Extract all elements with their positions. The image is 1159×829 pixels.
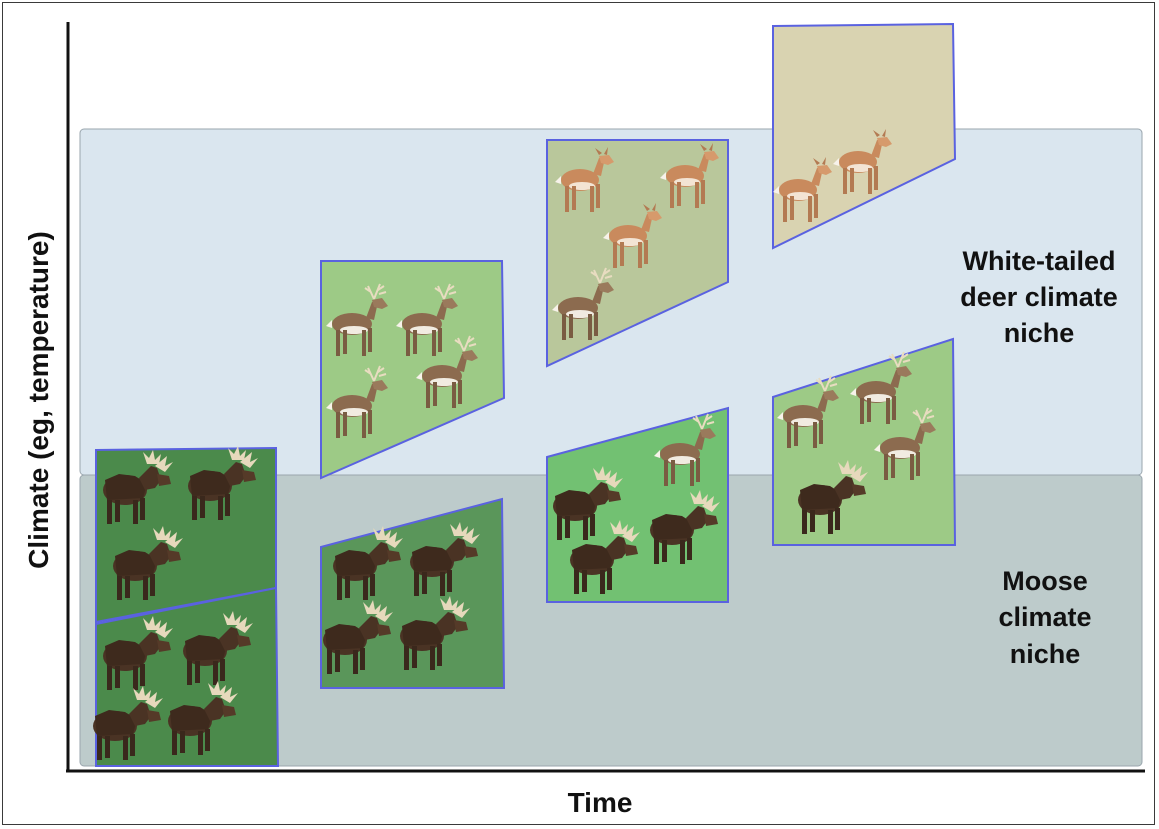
panel-t3-deer [546,139,729,368]
panel-t2-moose [320,497,506,689]
y-axis-label: Climate (eg, temperature) [23,231,54,569]
deer-niche-label-line-1: White-tailed [963,246,1116,276]
deer-niche-label-line-3: niche [1004,318,1075,348]
moose-niche-label-line-2: climate [998,602,1091,632]
panel-t1-lower [93,586,280,767]
deer-niche-label-line-2: deer climate [960,282,1118,312]
moose-niche-label-line-1: Moose [1002,566,1088,596]
x-axis-label: Time [568,787,633,818]
panel-t4-mixed [772,337,957,546]
panel-t3-mixed [546,406,729,603]
panel-t2-deer [320,260,506,480]
panel-t4-deer [772,22,957,250]
moose-niche-label-line-3: niche [1010,639,1081,669]
